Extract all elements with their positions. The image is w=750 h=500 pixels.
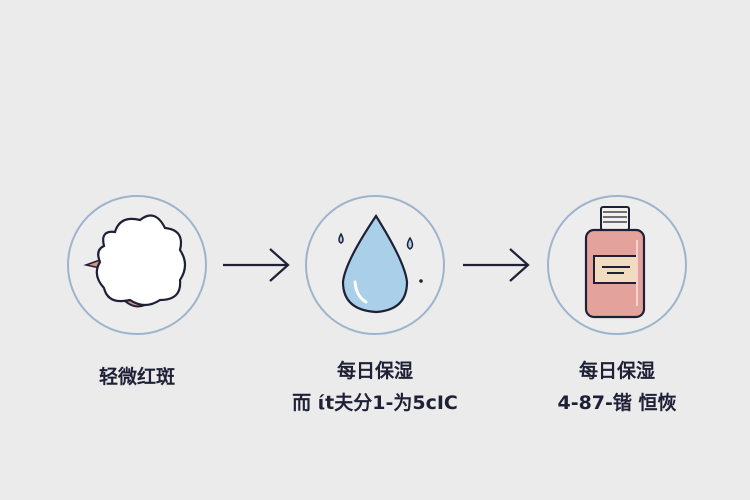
- step-1-cloud: [67, 195, 207, 335]
- bottle-icon: [584, 206, 646, 319]
- step-3-bottle: [547, 195, 687, 335]
- water-drop-icon: [341, 213, 409, 314]
- step-1-title: 轻微红斑: [98, 366, 175, 388]
- small-drop-icon: [338, 232, 344, 244]
- small-drop-icon: [406, 236, 414, 250]
- arrow-2: [463, 248, 530, 282]
- step-2-subtitle: 而 ίt夫分1-为5cIC: [292, 392, 458, 414]
- cloud-icon: [95, 214, 187, 307]
- step-2-drop: [305, 195, 445, 335]
- arrow-right-icon: [509, 248, 530, 282]
- step-2-title: 每日保湿: [336, 360, 413, 382]
- arrow-right-icon: [269, 248, 290, 282]
- arrow-1: [223, 248, 290, 282]
- step-3-title: 每日保湿: [578, 360, 655, 382]
- step-3-subtitle: 4-87-锴 恒恢: [557, 392, 677, 414]
